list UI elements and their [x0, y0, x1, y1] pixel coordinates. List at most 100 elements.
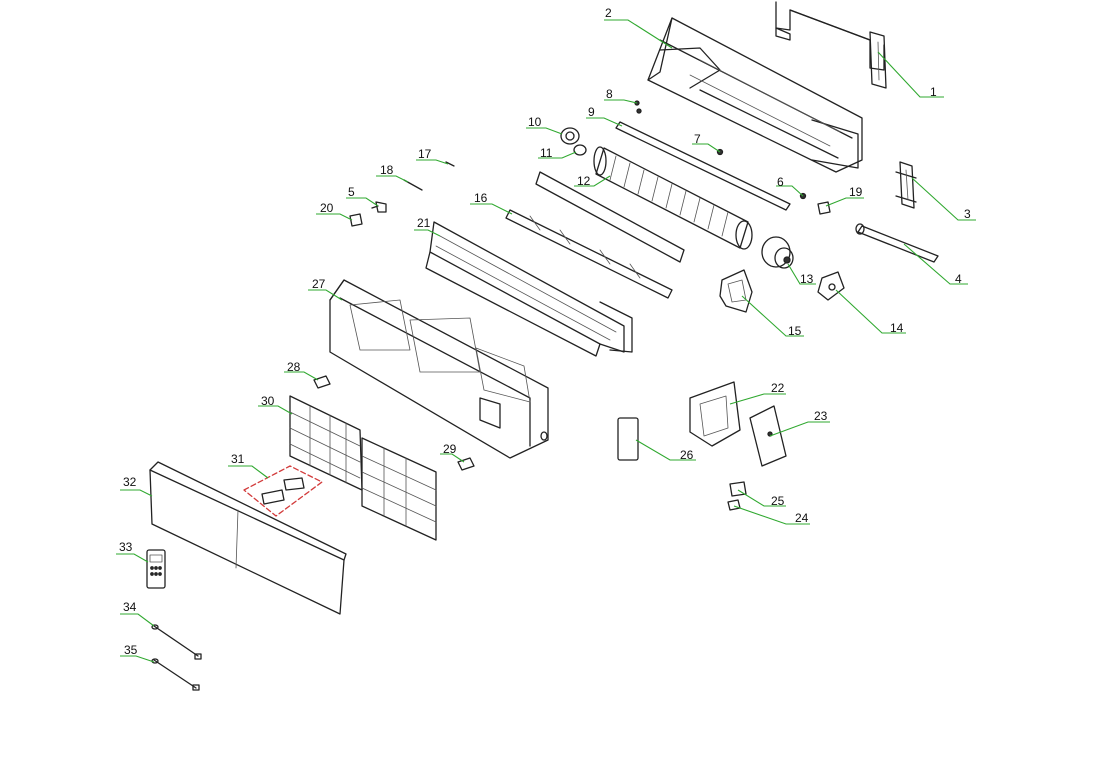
callout-33: 33 [119, 540, 133, 554]
callout-23: 23 [814, 409, 828, 423]
leader-21 [414, 229, 441, 237]
part-22-electric-box [689, 381, 741, 447]
leader-5 [346, 197, 379, 207]
leader-26 [635, 439, 696, 461]
leader-16 [470, 203, 513, 215]
part-32-front-panel [149, 461, 347, 615]
leader-31 [228, 465, 269, 479]
part-1-mounting-plate [775, 1, 887, 89]
part-25-terminal-block [729, 481, 747, 497]
part-2-chassis [647, 17, 863, 173]
leader-33 [116, 553, 149, 563]
leader-6 [776, 185, 804, 197]
callout-6: 6 [777, 175, 784, 189]
callout-9: 9 [588, 105, 595, 119]
part-23-cover-plate [749, 405, 787, 467]
callout-18: 18 [380, 163, 394, 177]
leader-32 [120, 489, 153, 497]
leader-27 [308, 289, 343, 301]
callout-8: 8 [606, 87, 613, 101]
leader-20 [316, 213, 353, 221]
callout-7: 7 [694, 132, 701, 146]
part-16-louver-assembly [505, 171, 685, 299]
part-13-fan-motor [761, 236, 794, 269]
leader-30 [258, 405, 293, 415]
callout-34: 34 [123, 600, 137, 614]
callout-35: 35 [124, 643, 138, 657]
callout-32: 32 [123, 475, 137, 489]
leader-7 [692, 143, 721, 153]
callout-21: 21 [417, 216, 431, 230]
part-15-motor-bracket [719, 269, 753, 313]
leader-19 [825, 197, 864, 207]
callout-25: 25 [771, 494, 785, 508]
part-5-clip [371, 201, 387, 213]
callout-19: 19 [849, 185, 863, 199]
callout-numbers: 1 2 3 4 5 6 7 8 9 10 11 12 13 14 15 16 1… [119, 6, 971, 657]
callout-24: 24 [795, 511, 809, 525]
leader-15 [741, 295, 804, 337]
callout-12: 12 [577, 174, 591, 188]
callout-2: 2 [605, 6, 612, 20]
leader-4 [903, 243, 968, 285]
leader-23 [769, 421, 830, 437]
part-12-cross-flow-fan [593, 146, 753, 250]
callout-16: 16 [474, 191, 488, 205]
callout-14: 14 [890, 321, 904, 335]
part-29-clip [457, 457, 475, 471]
leader-11 [538, 151, 577, 159]
part-11-bearing [573, 144, 587, 156]
leader-18 [376, 175, 409, 183]
leader-9 [586, 117, 623, 127]
callout-27: 27 [312, 277, 326, 291]
leader-22 [729, 393, 786, 405]
part-4-drain-pipe [855, 223, 939, 263]
leader-17 [416, 159, 449, 165]
part-27-front-panel-body [329, 279, 549, 459]
callout-10: 10 [528, 115, 542, 129]
part-10-bearing-holder [560, 127, 580, 145]
leader-24 [733, 505, 810, 525]
callout-28: 28 [287, 360, 301, 374]
callout-13: 13 [800, 272, 814, 286]
callout-20: 20 [320, 201, 334, 215]
part-33-remote-controller [146, 549, 166, 589]
callout-22: 22 [771, 381, 785, 395]
part-19-clip [817, 201, 831, 215]
leader-1 [877, 51, 944, 98]
leader-13 [787, 263, 816, 285]
part-3-side-bracket [895, 161, 917, 209]
callout-30: 30 [261, 394, 275, 408]
leader-3 [911, 177, 976, 221]
callout-15: 15 [788, 324, 802, 338]
part-9-plate [615, 121, 791, 211]
part-28-clip [313, 375, 331, 389]
part-24-terminal [727, 499, 741, 511]
callout-26: 26 [680, 448, 694, 462]
leader-10 [526, 127, 563, 135]
part-17-screw [445, 161, 455, 167]
leader-28 [284, 371, 319, 381]
part-20-sensor [349, 213, 363, 227]
part-26-display-cover [617, 417, 639, 461]
leader-2 [604, 19, 673, 49]
leader-29 [440, 453, 465, 463]
leader-12 [574, 175, 611, 187]
callout-3: 3 [964, 207, 971, 221]
callout-11: 11 [540, 146, 553, 160]
callout-29: 29 [443, 442, 457, 456]
part-35-sensor-cable [151, 658, 200, 691]
callout-4: 4 [955, 272, 962, 286]
callout-5: 5 [348, 185, 355, 199]
leader-34 [120, 613, 155, 627]
callout-31: 31 [231, 452, 245, 466]
part-30-air-filters [289, 395, 437, 541]
leader-8 [604, 99, 638, 104]
leader-35 [120, 655, 155, 663]
part-34-sensor-cable [151, 624, 202, 660]
callout-1: 1 [930, 85, 937, 99]
leader-lines [116, 19, 976, 663]
part-14-motor-clamp [817, 271, 845, 301]
